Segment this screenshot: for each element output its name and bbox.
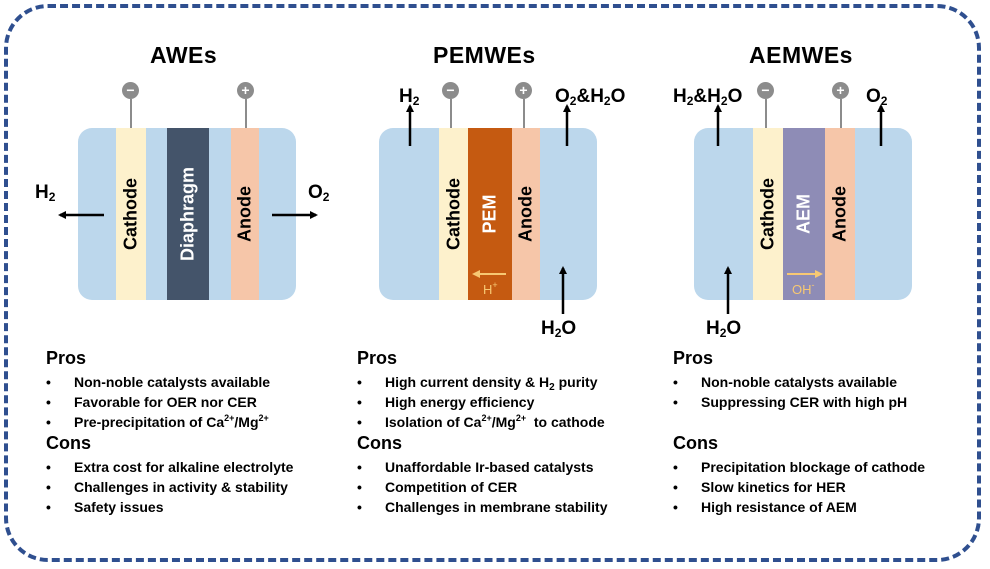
list-item: High resistance of AEM: [673, 497, 925, 517]
list-item: High energy efficiency: [357, 392, 608, 412]
awe-anode: Anode: [231, 128, 259, 300]
list-item: Non-noble catalysts available: [673, 372, 925, 392]
dashed-border: [4, 4, 981, 562]
list-item: Non-noble catalysts available: [46, 372, 293, 392]
aemwe-title: AEMWEs: [749, 42, 853, 68]
awe-cell: Cathode Diaphragm Anode: [78, 128, 296, 300]
pemwe-title: PEMWEs: [433, 42, 536, 68]
aemwe-pros-cons: Pros Non-noble catalysts available Suppr…: [673, 348, 925, 517]
aemwe-cathode: Cathode: [753, 128, 783, 300]
plus-icon: +: [832, 82, 849, 99]
plus-icon: +: [237, 82, 254, 99]
list-item: Challenges in membrane stability: [357, 497, 608, 517]
pemwe-ion-label: H+: [483, 280, 498, 298]
pemwe-pros-heading: Pros: [357, 348, 398, 368]
awe-cathode: Cathode: [116, 128, 146, 300]
list-item: Unaffordable Ir-based catalysts: [357, 457, 608, 477]
list-item: Challenges in activity & stability: [46, 477, 293, 497]
aemwe-ion-label: OH-: [792, 280, 815, 298]
list-item: Precipitation blockage of cathode: [673, 457, 925, 477]
awe-title: AWEs: [150, 42, 218, 68]
awe-pros-cons: Pros Non-noble catalysts available Favor…: [46, 348, 293, 517]
list-item: Competition of CER: [357, 477, 608, 497]
awe-diaphragm: Diaphragm: [167, 128, 209, 300]
list-item: Pre-precipitation of Ca2+/Mg2+: [46, 412, 293, 432]
list-item: Suppressing CER with high pH: [673, 392, 925, 412]
pemwe-anode: Anode: [512, 128, 540, 300]
pemwe-o2-h2o-label: O2&H2O: [555, 86, 626, 108]
list-item: High current density & H2 purity: [357, 372, 608, 393]
list-item: Safety issues: [46, 497, 293, 517]
minus-icon: −: [122, 82, 139, 99]
pemwe-cons-heading: Cons: [357, 433, 402, 453]
aemwe-o2-label: O2: [866, 86, 888, 108]
aemwe-h2o-in-label: H2O: [706, 318, 742, 340]
list-item: Isolation of Ca2+/Mg2+ to cathode: [357, 412, 608, 432]
minus-icon: −: [757, 82, 774, 99]
pemwe-pros-cons: Pros High current density & H2 purity Hi…: [357, 348, 608, 517]
minus-icon: −: [442, 82, 459, 99]
aemwe-pros-heading: Pros: [673, 348, 714, 368]
aemwe-cons-heading: Cons: [673, 433, 718, 453]
pemwe-h2o-in-label: H2O: [541, 318, 577, 340]
awe-h2-label: H2: [35, 182, 56, 204]
aemwe-anode: Anode: [825, 128, 855, 300]
list-item: Favorable for OER nor CER: [46, 392, 293, 412]
awe-pros-heading: Pros: [46, 348, 87, 368]
plus-icon: +: [515, 82, 532, 99]
aemwe-h2-h2o-label: H2&H2O: [673, 86, 743, 108]
pemwe-h2-label: H2: [399, 86, 420, 108]
awe-cons-heading: Cons: [46, 433, 91, 453]
pemwe-cathode: Cathode: [439, 128, 468, 300]
list-item: Extra cost for alkaline electrolyte: [46, 457, 293, 477]
awe-o2-label: O2: [308, 182, 330, 204]
list-item: Slow kinetics for HER: [673, 477, 925, 497]
